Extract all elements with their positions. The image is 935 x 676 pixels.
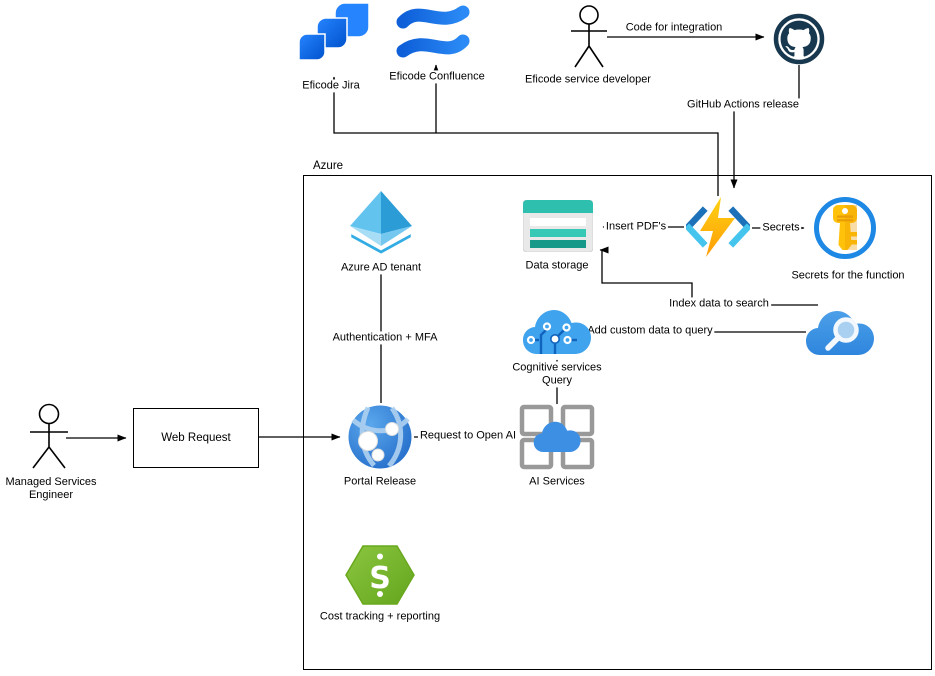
label-service-developer: Eficode service developer <box>523 73 653 87</box>
web-request-label: Web Request <box>161 432 231 444</box>
dollar-glyph: S <box>369 561 391 596</box>
confluence-icon <box>396 3 470 60</box>
ai-grid-cloud-icon <box>519 404 595 470</box>
edge-functions-to-jira <box>330 76 719 196</box>
label-eficode-jira: Eficode Jira <box>300 79 362 93</box>
globe-network-icon <box>347 404 413 470</box>
azure-functions-icon <box>686 196 750 258</box>
label-code-for-integration: Code for integration <box>625 21 723 34</box>
lightning-bolt <box>700 197 735 257</box>
label-cognitive-services: Cognitive services <box>510 361 604 375</box>
label-data-storage: Data storage <box>523 259 591 273</box>
label-eficode-confluence: Eficode Confluence <box>387 70 487 84</box>
label-insert-pdfs: Insert PDF's <box>603 220 669 234</box>
github-octocat-icon <box>773 13 825 65</box>
service-developer-figure <box>567 4 611 70</box>
magnifier-lens <box>833 317 859 343</box>
search-cloud-icon <box>804 304 876 362</box>
network-nodes <box>358 422 399 462</box>
label-azure-ad-tenant: Azure AD tenant <box>338 261 424 275</box>
label-portal-release: Portal Release <box>341 475 419 489</box>
person-head <box>579 5 599 25</box>
label-query: Query <box>540 374 574 388</box>
cost-hexagon-icon: S <box>345 544 415 606</box>
web-request-node: Web Request <box>133 408 259 468</box>
person-head <box>38 403 60 425</box>
label-cost-tracking: Cost tracking + reporting <box>317 610 443 624</box>
label-managed-engineer: Managed Services Engineer <box>0 475 111 503</box>
label-add-custom-data: Add custom data to query <box>585 324 715 338</box>
ai-cloud <box>533 421 581 453</box>
circuit-nodes <box>526 322 572 345</box>
jira-icon <box>295 2 373 64</box>
managed-engineer-figure <box>26 402 74 470</box>
key-vault-icon <box>813 196 877 260</box>
azure-group-box <box>303 175 932 670</box>
label-ai-services: AI Services <box>527 475 587 489</box>
azure-group-label: Azure <box>311 160 346 172</box>
cognitive-cloud-icon <box>521 303 593 361</box>
label-github-actions-release: GitHub Actions release <box>685 98 801 112</box>
azure-ad-pyramid-icon <box>345 190 417 258</box>
label-index-data: Index data to search <box>667 297 771 311</box>
label-request-openai: Request to Open AI <box>417 429 519 443</box>
label-secrets: Secrets <box>760 221 802 235</box>
label-key-vault: Secrets for the function <box>789 269 907 283</box>
storage-table-icon <box>523 200 593 252</box>
edge-github-actions <box>730 65 800 189</box>
magnifier-handle <box>825 334 842 351</box>
key-glyph <box>833 205 857 250</box>
label-authentication-mfa: Authentication + MFA <box>330 331 440 345</box>
